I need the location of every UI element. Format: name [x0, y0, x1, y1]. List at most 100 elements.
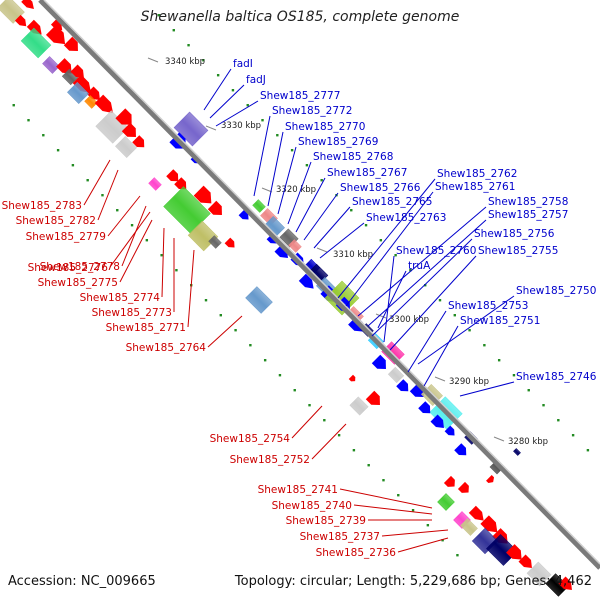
reverse-gene-leader — [339, 488, 433, 509]
forward-gene-label: Shew185_2750 — [516, 285, 596, 297]
gc-dot — [379, 239, 383, 242]
gc-dot — [483, 344, 486, 347]
forward-gene-leader — [383, 255, 395, 343]
gene-arrow — [166, 169, 179, 182]
reverse-gene-label: Shew185_2782 — [16, 215, 96, 227]
gene-arrow — [72, 74, 92, 94]
gene-block — [513, 448, 521, 456]
gene-block — [115, 136, 137, 158]
gene-arrow — [132, 135, 145, 148]
gene-block — [67, 82, 89, 104]
gc-dot — [234, 329, 237, 332]
forward-gene-leader — [313, 206, 351, 249]
gene-arrow — [396, 379, 409, 392]
forward-gene-leader — [295, 177, 326, 233]
reverse-gene-leader — [97, 169, 119, 221]
gc-dot — [305, 164, 309, 167]
gc-dot — [394, 254, 397, 257]
gc-dot — [278, 374, 282, 377]
gene-block — [460, 518, 478, 536]
label-leader-lines — [83, 68, 515, 553]
forward-gene-leader — [407, 310, 447, 373]
reverse-gene-leader — [119, 219, 153, 283]
gene-block — [208, 235, 222, 249]
forward-gene-label: Shew185_2761 — [435, 181, 515, 193]
reverse-gene-label: Shew185_2779 — [26, 231, 106, 243]
gene-arrow — [174, 177, 187, 190]
gc-dot — [424, 284, 427, 287]
gc-dot — [216, 74, 220, 77]
forward-gene-leader — [209, 84, 245, 119]
forward-gene-leader — [267, 131, 284, 207]
gene-block — [252, 199, 266, 213]
forward-gene-leader — [423, 325, 459, 387]
reverse-gene-label: Shew185_2736 — [316, 547, 397, 559]
forward-gene-leader — [215, 100, 259, 127]
gc-dot — [145, 239, 149, 242]
forward-gene-label: Shew185_2777 — [260, 90, 340, 102]
gc-dot — [367, 464, 370, 467]
gene-arrow — [518, 554, 532, 568]
gc-dot — [290, 149, 294, 152]
gc-dot — [557, 419, 560, 422]
forward-gene-label: Shew185_2758 — [488, 196, 568, 208]
forward-gene-label: Shew185_2768 — [313, 151, 393, 163]
gene-arrow — [430, 414, 444, 428]
forward-gene-label: Shew185_2755 — [478, 245, 558, 257]
gene-block — [387, 366, 405, 384]
gene-block — [245, 286, 273, 314]
forward-gene-label: Shew185_2753 — [448, 300, 528, 312]
gc-dot — [175, 269, 178, 272]
forward-gene-label: Shew185_2760 — [396, 245, 476, 257]
gene-arrow — [443, 475, 455, 487]
gc-dot — [261, 119, 264, 122]
gc-dot — [364, 224, 368, 227]
forward-gene-leader — [371, 238, 473, 337]
gc-dot — [172, 29, 175, 32]
gc-dot — [276, 134, 279, 137]
genome-backbone-shadow — [43, 0, 600, 565]
gc-dot — [56, 149, 60, 152]
gc-dot — [101, 194, 104, 197]
reverse-gene-label: Shew185_2775 — [38, 277, 118, 289]
gene-block — [20, 27, 52, 59]
gene-arrow — [26, 19, 42, 35]
gene-arrow — [457, 481, 469, 493]
forward-gene-label: Shew185_2765 — [352, 196, 432, 208]
scale-tick-label: 3280 kbp — [508, 437, 548, 447]
forward-gene-leader — [319, 222, 365, 259]
gc-dot — [219, 314, 222, 317]
gene-arrow — [94, 94, 114, 114]
gene-arrow — [444, 425, 455, 436]
reverse-gene-leader — [161, 227, 165, 298]
scale-tick — [316, 247, 328, 253]
gc-dot — [130, 224, 134, 227]
genome-backbone — [38, 0, 600, 570]
reverse-gene-label: Shew185_2739 — [286, 515, 366, 527]
gc-dot — [246, 104, 249, 107]
reverse-gene-label: Shew185_2774 — [80, 292, 161, 304]
gc-dot — [426, 524, 430, 527]
gene-arrow — [348, 374, 356, 382]
gene-block — [148, 177, 162, 191]
scale-tick — [493, 436, 505, 442]
gc-dot — [411, 509, 415, 512]
gc-dot — [586, 449, 590, 452]
gc-dot — [350, 209, 353, 212]
gene-block — [324, 280, 360, 316]
gene-arrow — [298, 273, 314, 289]
forward-gene-leader — [417, 295, 515, 365]
gc-dot — [187, 44, 190, 47]
gene-block — [545, 573, 569, 597]
scale-tick-label: 3300 kbp — [389, 315, 429, 325]
forward-gene-label: Shew185_2746 — [516, 371, 597, 383]
reverse-gene-label: Shew185_2773 — [92, 307, 172, 319]
forward-gene-leader — [303, 192, 339, 241]
forward-gene-label: Shew185_2772 — [272, 105, 352, 117]
gc-dot — [571, 434, 575, 437]
gene-labels: fadIfadJShew185_2777Shew185_2772Shew185_… — [2, 58, 597, 559]
gene-block — [349, 396, 369, 416]
scale-tick — [261, 187, 273, 193]
gc-dot — [86, 179, 89, 182]
